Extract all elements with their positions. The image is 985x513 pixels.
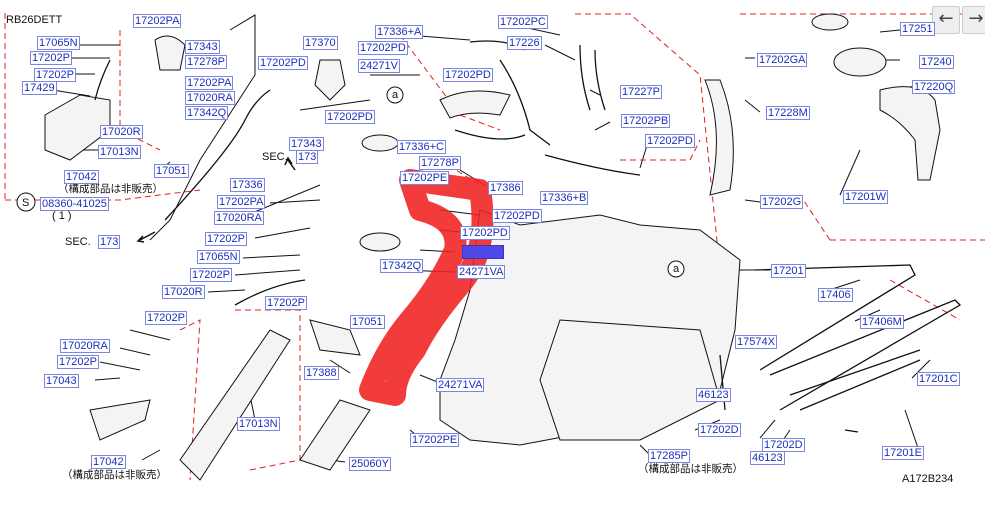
part-label[interactable]: 17406M — [860, 315, 904, 329]
back-button[interactable]: ← — [932, 6, 960, 34]
part-label[interactable]: 24271V — [358, 59, 400, 73]
section-ref-2[interactable]: 173 — [98, 235, 121, 249]
part-label[interactable]: 17343 — [289, 137, 324, 151]
part-label[interactable]: 17020R — [162, 285, 205, 299]
part-label[interactable]: 17020RA — [214, 211, 264, 225]
part-label[interactable]: 17201E — [882, 446, 924, 460]
view-marker: a — [673, 263, 680, 275]
part-label[interactable]: 17202PD — [460, 226, 510, 240]
screw-symbol: S — [22, 197, 30, 209]
part-label[interactable]: 17336+B — [540, 191, 589, 205]
part-label[interactable]: 17202P — [190, 268, 232, 282]
part-label[interactable]: 17020RA — [185, 91, 235, 105]
part-label[interactable]: 17202P — [265, 296, 307, 310]
part-label[interactable]: 17251 — [900, 22, 935, 36]
part-label[interactable]: 17202PC — [498, 15, 548, 29]
part-label[interactable]: 17042 — [91, 455, 126, 469]
part-label[interactable]: 24271VA — [457, 265, 506, 279]
part-label[interactable]: 17278P — [185, 55, 227, 69]
part-label[interactable]: 46123 — [696, 388, 731, 402]
part-label[interactable]: 17202G — [760, 195, 804, 209]
part-label[interactable]: 17065N — [197, 250, 240, 264]
forward-button[interactable]: → — [962, 6, 985, 34]
screw-part-label[interactable]: 08360-41025 — [40, 197, 109, 211]
part-label[interactable]: 17202PA — [185, 76, 234, 90]
part-label[interactable]: 17020R — [100, 125, 143, 139]
part-label[interactable]: 17051 — [350, 315, 385, 329]
part-label[interactable]: 17202D — [698, 423, 741, 437]
part-label[interactable]: 17042 — [64, 170, 99, 184]
diagram-code: A172B234 — [902, 473, 954, 485]
part-label[interactable]: 17336+C — [397, 140, 446, 154]
part-label[interactable]: 17406 — [818, 288, 853, 302]
part-label-highlighted[interactable]: 17350X — [462, 245, 504, 259]
part-label[interactable]: 17228M — [766, 106, 810, 120]
screw-quantity: ( 1 ) — [52, 210, 72, 222]
part-label[interactable]: 17336 — [230, 178, 265, 192]
part-label[interactable]: 17429 — [22, 81, 57, 95]
part-label[interactable]: 17342Q — [185, 106, 229, 120]
part-label[interactable]: 17020RA — [60, 339, 110, 353]
part-label[interactable]: 17202PA — [217, 195, 266, 209]
section-note-1: SEC. — [262, 151, 288, 163]
part-label[interactable]: 17202PD — [258, 56, 308, 70]
part-label[interactable]: 17202D — [762, 438, 805, 452]
arrow-left-icon: ← — [938, 8, 954, 29]
part-label[interactable]: 17202PB — [621, 114, 671, 128]
part-label[interactable]: 17336+A — [375, 25, 424, 39]
part-label[interactable]: 17240 — [919, 55, 954, 69]
part-label[interactable]: 17201W — [843, 190, 888, 204]
model-title: RB26DETT — [6, 14, 63, 26]
part-label[interactable]: 17202PD — [358, 41, 408, 55]
not-sold-note: （構成部品は非販売） — [58, 183, 163, 195]
part-label[interactable]: 17278P — [419, 156, 461, 170]
part-label[interactable]: 46123 — [750, 451, 785, 465]
section-ref-1[interactable]: 173 — [296, 150, 319, 164]
not-sold-note: （構成部品は非販売） — [638, 463, 743, 475]
part-label[interactable]: 17202PD — [443, 68, 493, 82]
part-label[interactable]: 17226 — [507, 36, 542, 50]
part-label[interactable]: 17342Q — [380, 259, 424, 273]
part-label[interactable]: 17201C — [917, 372, 960, 386]
part-label[interactable]: 17202PA — [133, 14, 182, 28]
part-label[interactable]: 17202PD — [492, 209, 542, 223]
part-label[interactable]: 17013N — [237, 417, 280, 431]
section-note-2: SEC. — [65, 236, 91, 248]
arrow-right-icon: → — [968, 8, 984, 29]
part-label[interactable]: 17202PE — [400, 171, 450, 185]
part-label[interactable]: 17043 — [44, 374, 79, 388]
not-sold-note: （構成部品は非販売） — [62, 469, 167, 481]
part-label[interactable]: 17051 — [154, 164, 189, 178]
part-label[interactable]: 17343 — [185, 40, 220, 54]
part-label[interactable]: 25060Y — [349, 457, 391, 471]
part-label[interactable]: 17202GA — [757, 53, 808, 67]
part-label[interactable]: 17285P — [648, 449, 690, 463]
part-label[interactable]: 17370 — [303, 36, 338, 50]
part-label[interactable]: 24271VA — [436, 378, 485, 392]
part-label[interactable]: 17227P — [620, 85, 662, 99]
part-label[interactable]: 17201 — [771, 264, 806, 278]
part-label[interactable]: 17386 — [488, 181, 523, 195]
part-label[interactable]: 17202PE — [410, 433, 460, 447]
part-label[interactable]: 17202P — [145, 311, 187, 325]
part-label[interactable]: 17574X — [735, 335, 777, 349]
part-label[interactable]: 17388 — [304, 366, 339, 380]
part-label[interactable]: 17202PD — [645, 134, 695, 148]
view-marker: a — [392, 89, 399, 101]
part-label[interactable]: 17202P — [30, 51, 72, 65]
part-label[interactable]: 17202P — [205, 232, 247, 246]
part-label[interactable]: 17202P — [34, 68, 76, 82]
part-label[interactable]: 17065N — [37, 36, 80, 50]
part-label[interactable]: 17202PD — [325, 110, 375, 124]
part-label[interactable]: 17013N — [98, 145, 141, 159]
part-label[interactable]: 17202P — [57, 355, 99, 369]
part-label[interactable]: 17220Q — [912, 80, 956, 94]
